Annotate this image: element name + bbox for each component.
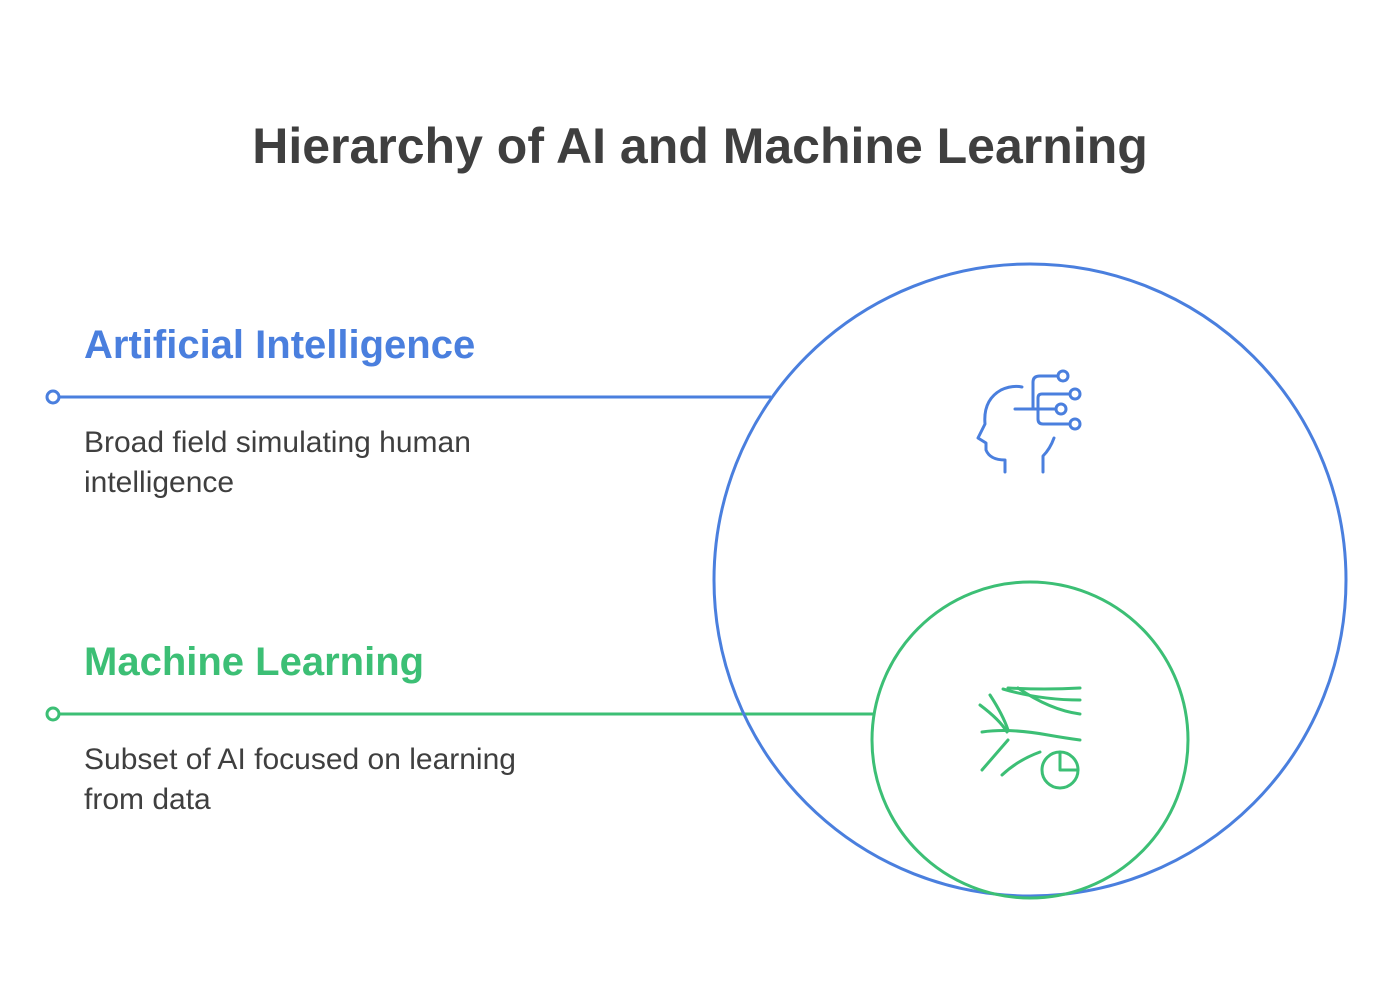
ai-head-circuit-icon xyxy=(976,369,1082,474)
ai-outer-circle xyxy=(712,262,1348,898)
diagram-title: Hierarchy of AI and Machine Learning xyxy=(252,118,1148,174)
ai-description-line-1: Broad field simulating human xyxy=(84,426,471,459)
data-flow-chart-icon xyxy=(978,686,1082,790)
ml-inner-circle xyxy=(870,580,1190,900)
ml-connector-dot xyxy=(45,706,61,722)
ai-description-line-2: intelligence xyxy=(84,466,234,499)
ml-heading: Machine Learning xyxy=(84,640,424,684)
ml-description-line-1: Subset of AI focused on learning xyxy=(84,743,516,776)
ai-section: Artificial Intelligence Broad field simu… xyxy=(45,323,771,499)
ml-description-line-2: from data xyxy=(84,783,211,816)
ml-section: Machine Learning Subset of AI focused on… xyxy=(45,640,873,816)
ai-connector-dot xyxy=(45,389,61,405)
ai-heading: Artificial Intelligence xyxy=(84,323,475,367)
